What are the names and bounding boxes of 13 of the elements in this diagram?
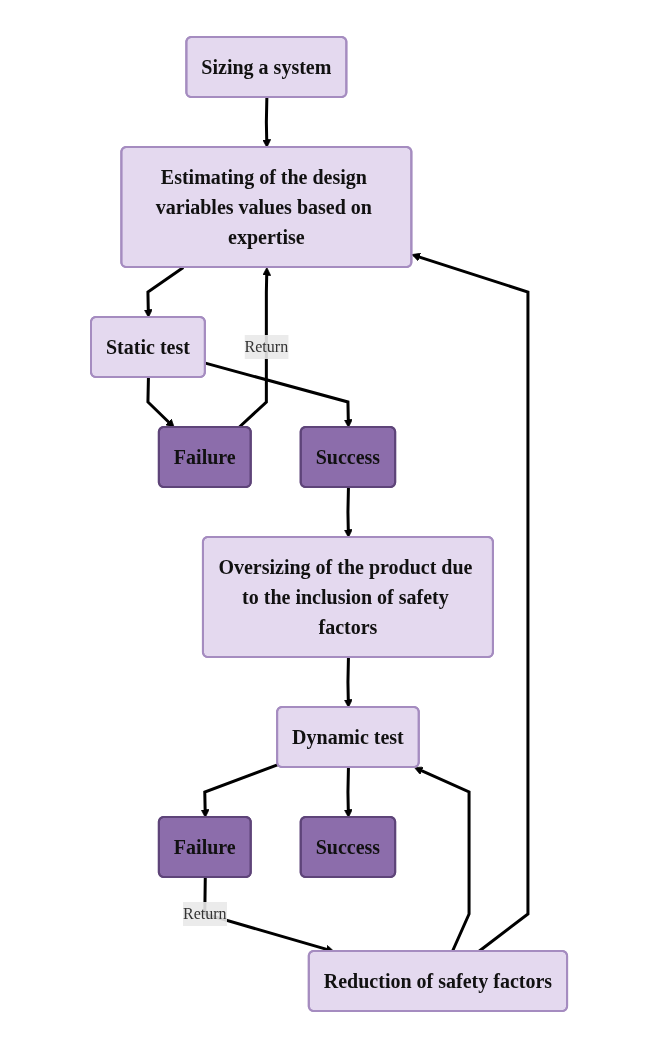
arrow bbox=[143, 266, 185, 318]
arrow bbox=[200, 763, 279, 818]
arrow bbox=[146, 377, 175, 428]
arrow bbox=[343, 657, 353, 708]
arrow bbox=[237, 267, 272, 429]
arrow bbox=[411, 252, 530, 953]
edge-label: Return bbox=[244, 338, 289, 355]
arrow bbox=[414, 766, 471, 953]
edge-label: Return bbox=[182, 905, 227, 922]
arrow bbox=[343, 767, 353, 818]
arrow bbox=[204, 361, 353, 428]
arrow bbox=[262, 97, 272, 148]
arrow bbox=[343, 487, 353, 538]
